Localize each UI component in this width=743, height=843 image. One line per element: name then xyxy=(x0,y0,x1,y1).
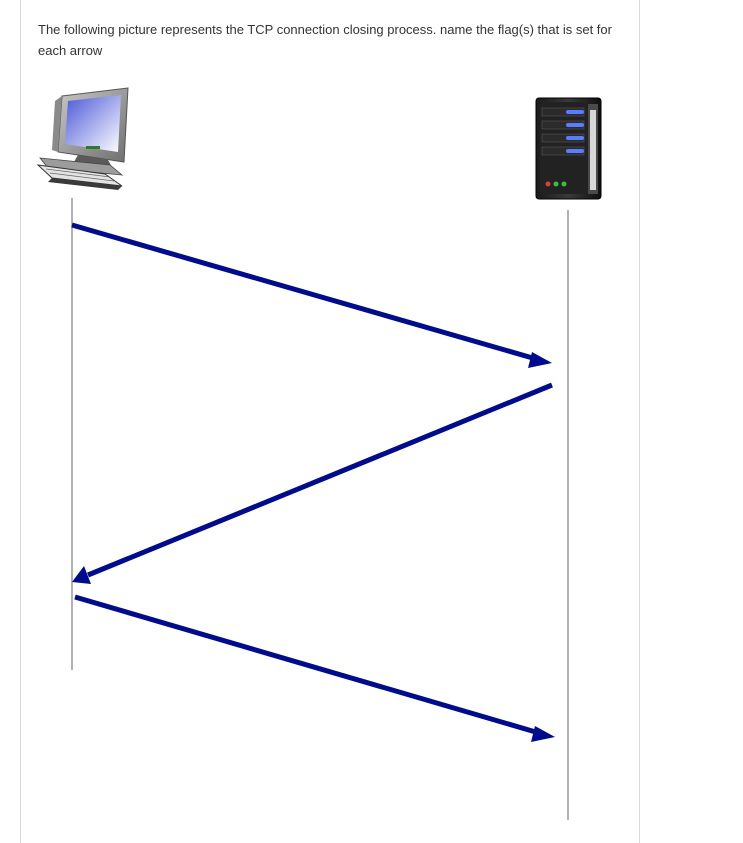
desktop-computer-icon xyxy=(36,87,129,190)
arrow-1 xyxy=(71,222,552,368)
question-text: The following picture represents the TCP… xyxy=(38,22,612,58)
arrow-3 xyxy=(74,594,555,742)
server-tower-icon xyxy=(535,97,602,200)
arrow-2 xyxy=(72,382,553,584)
